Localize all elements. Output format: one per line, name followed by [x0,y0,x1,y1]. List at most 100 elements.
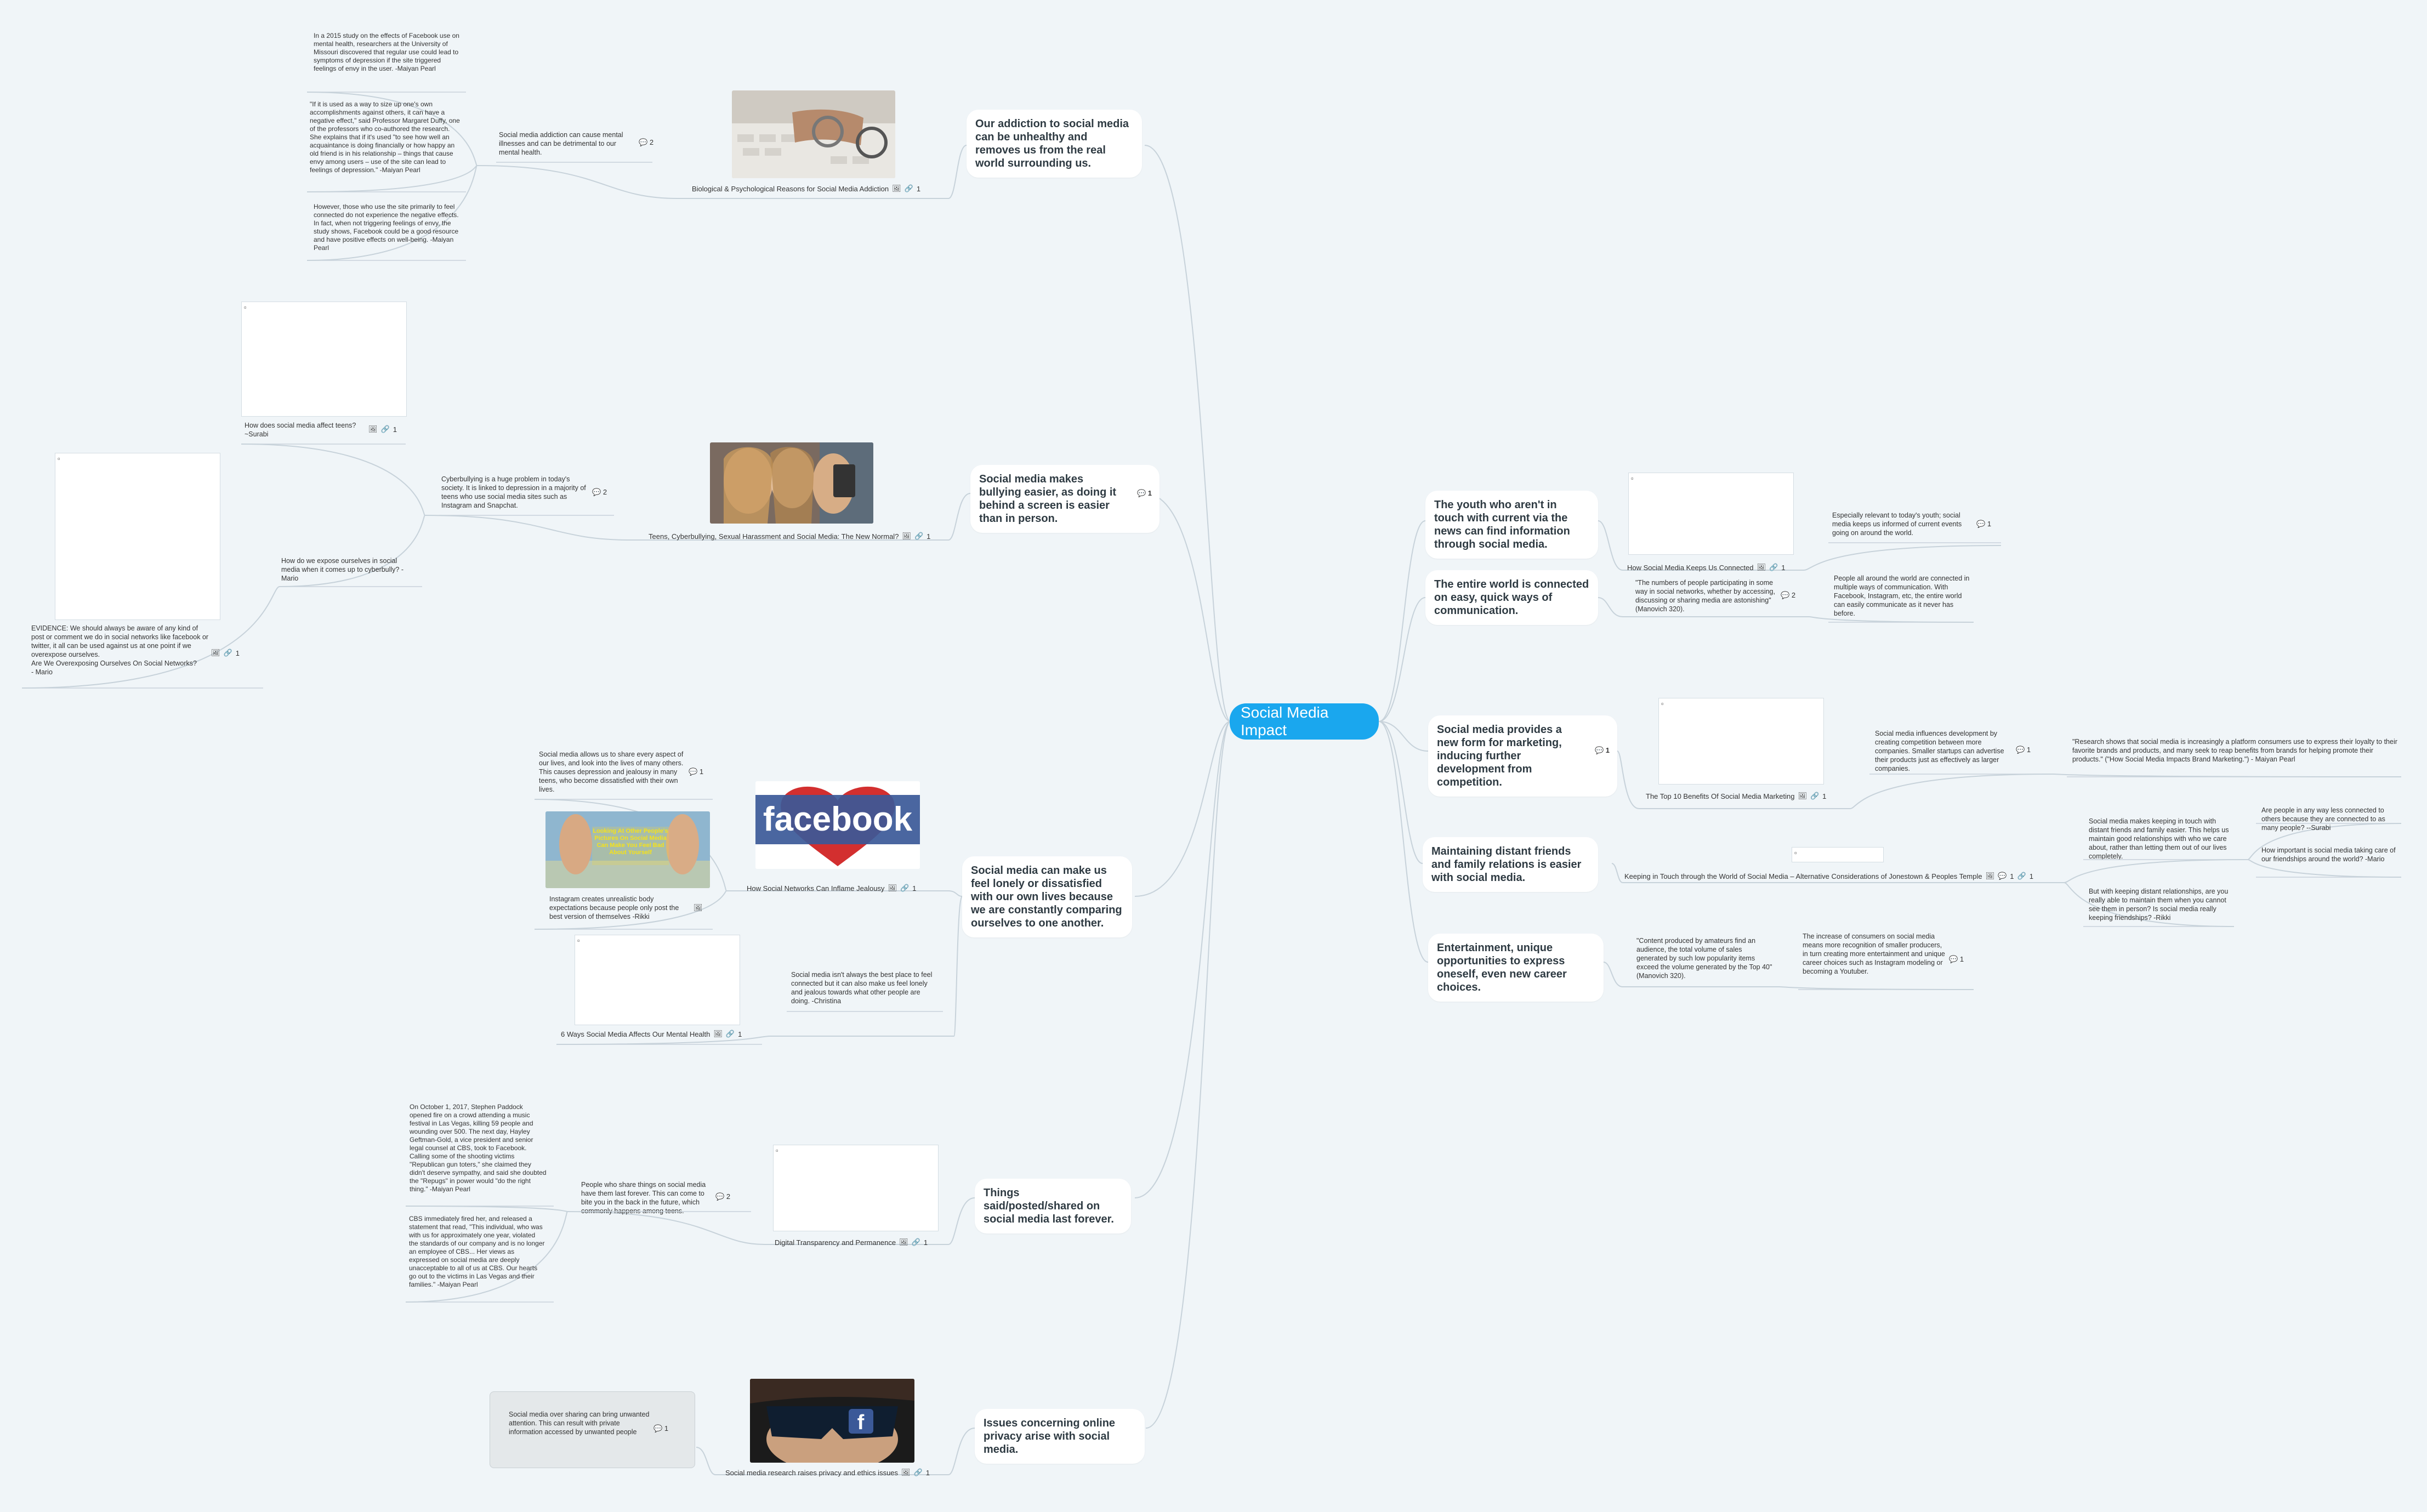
instagram-note[interactable]: Instagram creates unrealistic body expec… [549,895,679,920]
comment-icon: 💬 [1998,872,2007,880]
forever-topic[interactable]: People who share things on social media … [581,1181,706,1215]
comment-count-badge[interactable]: 💬 2 [639,138,654,146]
comment-icon: 💬 [1594,746,1604,754]
addiction-topic[interactable]: Social media addiction can cause mental … [499,131,623,156]
image-icon: 🖼 [1798,792,1807,800]
evidence-note[interactable]: EVIDENCE: We should always be aware of a… [31,624,209,676]
broken-image-icon: ▫ [1661,700,1664,708]
comment-count-badge[interactable]: 💬 2 [1781,591,1796,599]
teens-meta[interactable]: 🖼 🔗 1 [368,425,397,434]
entertainment-topic[interactable]: The increase of consumers on social medi… [1803,933,1945,975]
comment-count-badge[interactable]: 💬 2 [715,1192,731,1201]
image-icon: 🖼 [211,649,220,657]
branch-marketing[interactable]: Social media provides a new form for mar… [1428,715,1617,797]
cyberbullying-topic[interactable]: Cyberbullying is a huge problem in today… [441,475,586,509]
link-icon: 🔗 [913,1468,923,1476]
facebook-heart-graphic: facebook [755,781,920,869]
expose-question[interactable]: How do we expose ourselves in social med… [281,557,404,582]
resource-link[interactable]: 6 Ways Social Media Affects Our Mental H… [561,1030,742,1038]
resource-title: 6 Ways Social Media Affects Our Mental H… [561,1030,711,1038]
image-icon: 🖼 [368,425,378,433]
resource-link[interactable]: Digital Transparency and Permanence 🖼 🔗 … [775,1238,928,1247]
resource-title: Digital Transparency and Permanence [775,1238,896,1247]
entertainment-quote[interactable]: "Content produced by amateurs find an au… [1636,937,1772,980]
news-topic[interactable]: Especially relevant to today's youth; so… [1832,511,1962,537]
evidence-meta[interactable]: 🖼 🔗 1 [211,649,240,657]
connected-note[interactable]: Social media isn't always the best place… [791,971,933,1005]
resource-link[interactable]: Biological & Psychological Reasons for S… [692,184,921,193]
distant-topic[interactable]: Social media makes keeping in touch with… [2089,817,2229,860]
branch-distant[interactable]: Maintaining distant friends and family r… [1423,837,1598,892]
broken-image-placeholder: ▫ [55,453,220,620]
distant-question-2[interactable]: How important is social media taking car… [2261,846,2396,863]
branch-lonely[interactable]: Social media can make us feel lonely or … [962,856,1132,937]
resource-link[interactable]: How Social Networks Can Inflame Jealousy… [747,884,917,893]
comment-icon: 💬 [639,138,648,146]
comment-count-badge[interactable]: 💬 1 [653,1424,669,1433]
svg-text:f: f [857,1411,865,1434]
comment-count-badge[interactable]: 💬 1 [1976,520,1992,528]
comment-icon: 💬 [592,488,601,496]
distant-question-1[interactable]: Are people in any way less connected to … [2261,806,2385,832]
comment-icon: 💬 [653,1424,663,1433]
forever-quote-2: CBS immediately fired her, and released … [409,1215,545,1288]
comment-count-badge[interactable]: 💬 1 [1949,955,1964,963]
broken-image-icon: ▫ [776,1146,778,1155]
branch-marketing-text: Social media provides a new form for mar… [1437,724,1562,788]
resource-title: The Top 10 Benefits Of Social Media Mark… [1646,792,1795,800]
branch-privacy[interactable]: Issues concerning online privacy arise w… [975,1409,1145,1464]
broken-image-icon: ▫ [1794,849,1797,857]
broken-image-icon: ▫ [244,303,247,311]
resource-link[interactable]: The Top 10 Benefits Of Social Media Mark… [1646,792,1827,800]
comment-icon: 💬 [689,768,698,776]
forever-quote-1: On October 1, 2017, Stephen Paddock open… [410,1103,547,1193]
link-icon: 🔗 [1810,792,1820,800]
share-lives-note[interactable]: Social media allows us to share every as… [539,751,684,793]
broken-image-placeholder: ▫ [773,1145,939,1231]
comment-count-badge[interactable]: 💬 2 [592,488,607,496]
comment-count-badge[interactable]: 💬 1 [689,768,704,776]
teens-question[interactable]: How does social media affect teens? ~Sur… [245,422,356,438]
link-icon: 🔗 [1769,563,1778,571]
image-icon: 🖼 [892,184,901,192]
resource-link[interactable]: Keeping in Touch through the World of So… [1624,872,2033,880]
privacy-topic[interactable]: Social media over sharing can bring unwa… [509,1411,650,1436]
broken-image-placeholder: ▫ [575,935,740,1025]
central-topic[interactable]: Social Media Impact [1230,703,1379,740]
comment-count-badge[interactable]: 💬 1 [2016,746,2031,754]
resource-link[interactable]: Social media research raises privacy and… [725,1468,930,1477]
branch-entertainment[interactable]: Entertainment, unique opportunities to e… [1428,934,1604,1002]
image-icon: 🖼 [1757,563,1766,571]
branch-addiction[interactable]: Our addiction to social media can be unh… [967,110,1142,178]
world-topic[interactable]: People all around the world are connecte… [1834,575,1970,617]
image-icon: 🖼 [888,884,897,892]
privacy-topic-selected[interactable] [490,1391,695,1468]
comment-icon: 💬 [1136,489,1146,497]
resource-link[interactable]: How Social Media Keeps Us Connected 🖼 🔗 … [1627,563,1786,572]
teens-photo [710,442,873,524]
branch-forever[interactable]: Things said/posted/shared on social medi… [975,1179,1131,1234]
comment-count-badge[interactable]: 💬 1 [1595,744,1610,757]
comment-count-badge[interactable]: 💬 1 [1137,487,1152,500]
branch-bullying[interactable]: Social media makes bullying easier, as d… [970,465,1159,533]
broken-image-icon: ▫ [1631,474,1634,482]
branch-news[interactable]: The youth who aren't in touch with curre… [1425,491,1598,559]
branch-bullying-text: Social media makes bullying easier, as d… [979,473,1117,525]
resource-title: Teens, Cyberbullying, Sexual Harassment … [649,532,899,541]
image-icon: 🖼 [694,903,703,912]
teens-selfie-image [710,442,873,524]
comment-icon: 💬 [1976,520,1986,528]
image-icon: 🖼 [1985,872,1995,880]
resource-title: Keeping in Touch through the World of So… [1624,872,1982,880]
comment-icon: 💬 [715,1192,725,1201]
link-icon: 🔗 [900,884,910,892]
world-quote[interactable]: "The numbers of people participating in … [1635,579,1775,613]
instagram-bodies-image: Looking At Other People's Pictures On So… [545,811,710,888]
link-icon: 🔗 [914,532,924,540]
resource-link[interactable]: Teens, Cyberbullying, Sexual Harassment … [649,532,931,541]
branch-world[interactable]: The entire world is connected on easy, q… [1425,570,1598,625]
marketing-quote[interactable]: "Research shows that social media is inc… [2072,738,2397,763]
marketing-topic[interactable]: Social media influences development by c… [1875,730,2004,772]
distant-question-3[interactable]: But with keeping distant relationships, … [2089,888,2229,922]
facebook-heart-image: facebook [755,781,920,869]
